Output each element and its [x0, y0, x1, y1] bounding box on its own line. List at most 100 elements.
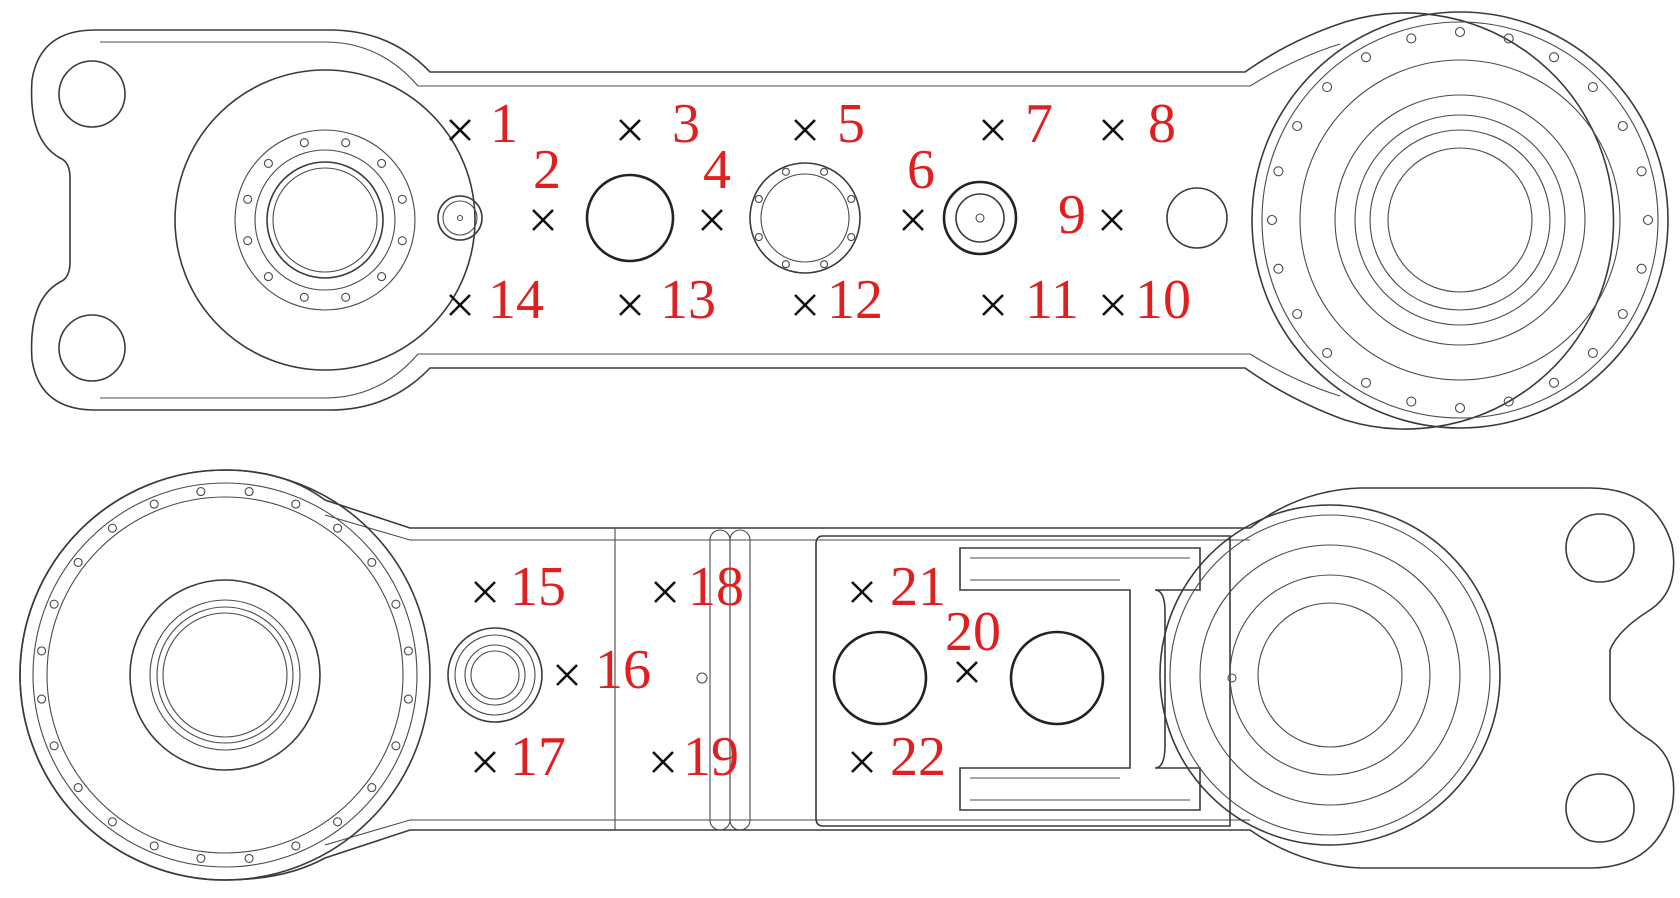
- measurement-point-8: 8: [1102, 93, 1176, 155]
- cross-marker: [902, 209, 924, 231]
- bolt-hole: [1406, 33, 1417, 44]
- bolt-hole: [291, 841, 301, 851]
- bolt-hole: [196, 853, 206, 863]
- measurement-point-22: 22: [851, 726, 946, 788]
- bolt-hole: [291, 499, 301, 509]
- bolt-hole: [244, 853, 254, 863]
- measurement-point-14: 14: [449, 269, 544, 331]
- bolt-hole: [1292, 120, 1303, 132]
- upper-boss-center: [975, 213, 985, 223]
- bolt-hole: [820, 167, 829, 176]
- lower-arm-outline: [19, 469, 1675, 881]
- lower-right-joint-rim: [1169, 514, 1491, 836]
- measurement-point-17: 17: [474, 726, 566, 788]
- measurement-point-7: 7: [982, 93, 1053, 155]
- point-label: 20: [945, 601, 1001, 663]
- lower-left-bolt-circle: [37, 487, 413, 863]
- lower-slot-ribs: [970, 557, 1190, 801]
- bolt-hole: [1273, 166, 1284, 177]
- upper-left-bore: [266, 161, 384, 279]
- measurement-point-9: 9: [1058, 184, 1123, 246]
- bolt-hole: [1587, 347, 1598, 358]
- upper-boss: [942, 180, 1018, 256]
- measurement-point-13: 13: [619, 269, 716, 331]
- point-label: 7: [1025, 93, 1053, 155]
- upper-arm-inner-outline: [100, 41, 1341, 399]
- lower-step-hole-r1: [454, 634, 536, 716]
- measurement-point-19: 19: [652, 726, 739, 788]
- lower-right-joint-bore: [1257, 602, 1403, 748]
- upper-left-bearing: [254, 149, 396, 291]
- measurement-point-11: 11: [982, 269, 1079, 331]
- bolt-hole: [107, 523, 117, 533]
- cross-marker: [474, 581, 496, 603]
- lower-right-joint-outer: [1159, 504, 1501, 846]
- bolt-hole: [1360, 52, 1372, 63]
- lower-arm-inner-outline: [324, 514, 1250, 846]
- bolt-hole: [149, 499, 159, 509]
- bolt-hole: [781, 260, 790, 269]
- upper-left-bore-inner: [272, 167, 378, 273]
- upper-right-joint-rim: [1261, 21, 1659, 419]
- bolt-hole: [367, 783, 377, 793]
- lower-band-2: [729, 529, 751, 831]
- lower-left-bore-r2: [156, 606, 294, 744]
- bolt-hole: [1548, 377, 1560, 388]
- cross-marker: [794, 119, 816, 141]
- bolt-hole: [397, 194, 407, 204]
- cross-marker: [449, 294, 471, 316]
- bolt-hole: [196, 487, 206, 497]
- bolt-hole: [1548, 52, 1560, 63]
- cross-marker: [449, 119, 471, 141]
- upper-plain-hole: [1166, 187, 1228, 249]
- lower-step-hole-r2: [464, 644, 526, 706]
- bolt-hole: [149, 841, 159, 851]
- lower-left-joint-ring: [46, 496, 404, 854]
- lower-hole-left: [832, 630, 928, 726]
- bolt-hole: [403, 694, 413, 704]
- upper-flanged-hole: [749, 162, 861, 274]
- measurement-point-5: 5: [794, 93, 865, 155]
- lower-pocket: [815, 535, 1231, 827]
- measurement-point-12: 12: [794, 269, 883, 331]
- upper-large-hole: [585, 173, 675, 263]
- lower-step-hole: [447, 627, 543, 723]
- bolt-hole: [73, 557, 83, 567]
- bolt-hole: [1360, 377, 1372, 388]
- upper-left-bolt-circle: [243, 138, 407, 302]
- cross-marker: [1102, 294, 1124, 316]
- measurement-point-16: 16: [556, 639, 651, 701]
- bolt-hole: [1617, 120, 1628, 132]
- cross-marker: [619, 119, 641, 141]
- upper-small-hole: [437, 195, 483, 241]
- measurement-point-18: 18: [654, 556, 744, 618]
- lower-hole-right: [1009, 630, 1105, 726]
- bolt-hole: [333, 523, 343, 533]
- bolt-hole: [1454, 26, 1466, 38]
- cross-marker: [851, 751, 873, 773]
- lower-left-bore: [129, 579, 321, 771]
- lower-right-joint-ring2: [1229, 574, 1431, 776]
- upper-right-joint-ring1: [1299, 59, 1621, 381]
- point-label: 3: [672, 93, 700, 155]
- bolt-hole: [341, 138, 351, 148]
- cross-marker: [794, 294, 816, 316]
- point-label: 15: [510, 556, 566, 618]
- point-label: 22: [890, 726, 946, 788]
- measurement-point-15: 15: [474, 556, 566, 618]
- point-label: 5: [837, 93, 865, 155]
- bolt-hole: [1503, 396, 1514, 407]
- cross-marker: [652, 751, 674, 773]
- point-label: 19: [683, 726, 739, 788]
- point-label: 2: [533, 139, 561, 201]
- bolt-hole: [377, 272, 387, 282]
- bolt-hole: [1406, 396, 1417, 407]
- upper-right-joint-outer: [1251, 11, 1669, 429]
- lower-fork-hole-bottom: [1565, 773, 1635, 843]
- point-label: 17: [510, 726, 566, 788]
- bolt-hole: [263, 158, 273, 168]
- measurement-point-3: 3: [619, 93, 700, 155]
- point-label: 4: [703, 139, 731, 201]
- bolt-hole: [367, 557, 377, 567]
